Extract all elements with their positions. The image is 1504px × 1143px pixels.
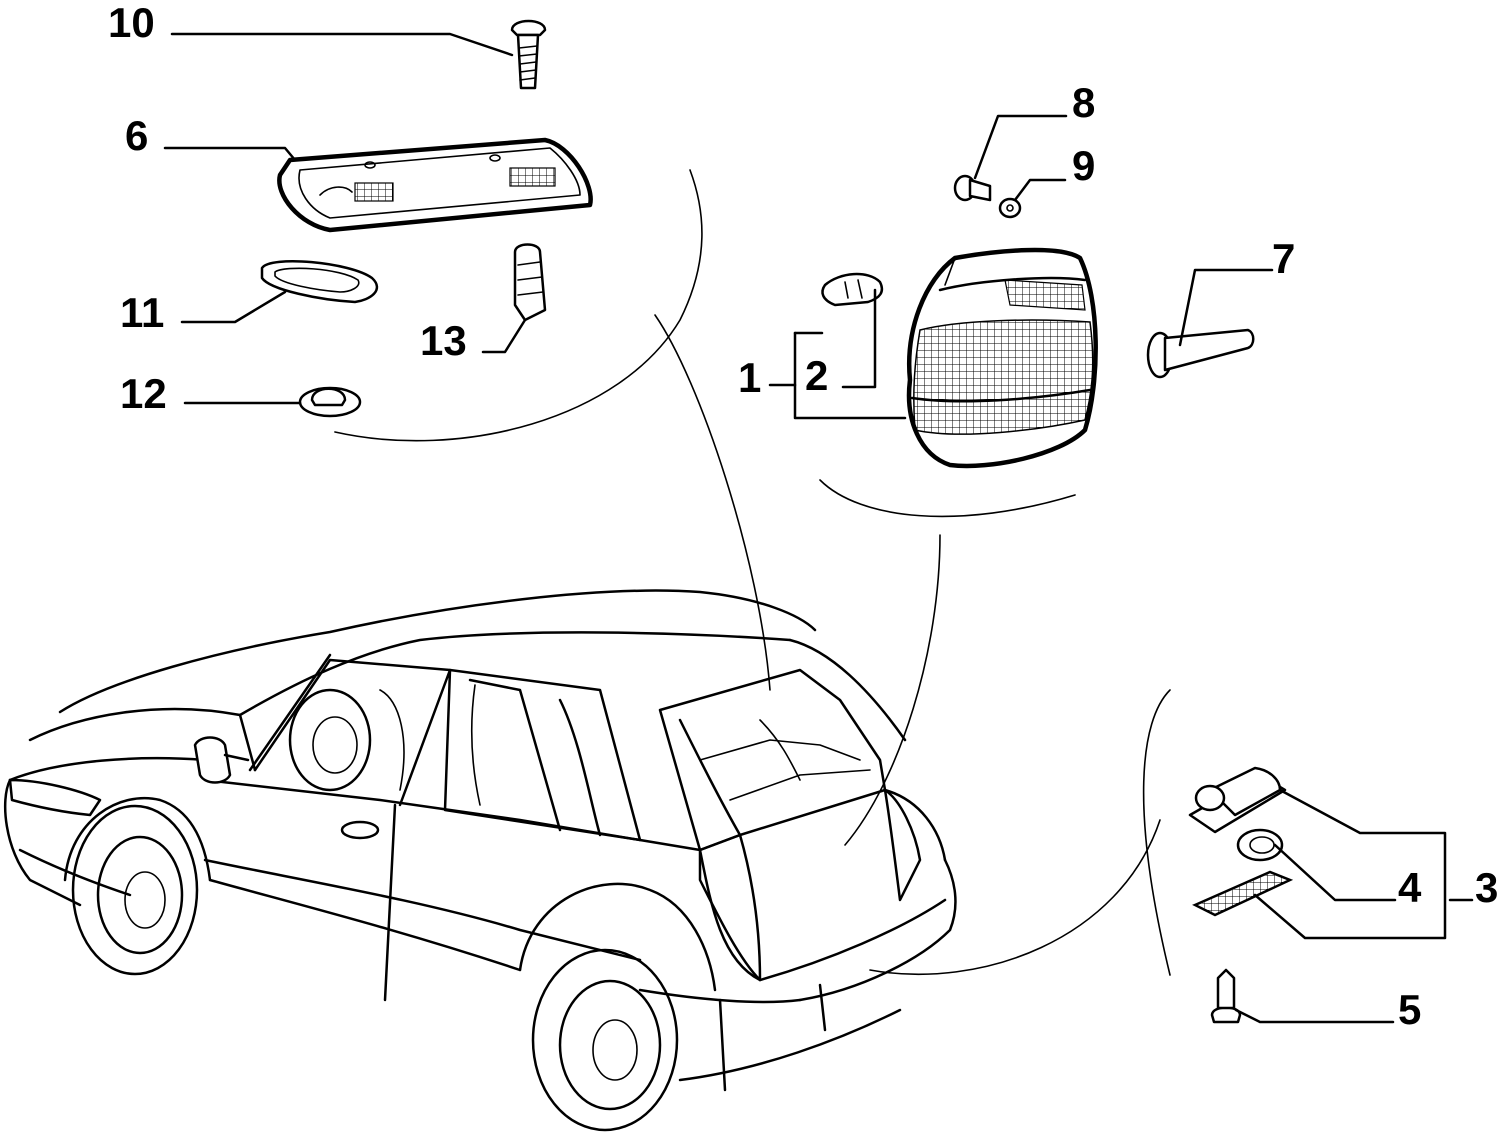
high-mount-stop-lamp-part (277, 137, 593, 233)
washer-part-9 (998, 197, 1022, 219)
callout-13: 13 (420, 317, 467, 364)
zoom-outline-curves (334, 169, 1171, 976)
callout-2: 2 (805, 352, 829, 399)
leader-lines (163, 32, 1474, 1024)
callout-3: 3 (1475, 864, 1499, 911)
callout-5: 5 (1398, 986, 1422, 1033)
tail-lamp-part (906, 247, 1098, 469)
callout-11: 11 (120, 289, 165, 336)
car-body (4, 589, 957, 1132)
screw-part-8 (953, 174, 992, 202)
gasket-part-11 (260, 260, 379, 304)
callout-9: 9 (1072, 142, 1096, 189)
screw-part-10 (510, 19, 547, 90)
callout-6: 6 (125, 112, 149, 159)
cover-part (1192, 870, 1294, 917)
grommet-part-12 (298, 386, 362, 418)
callout-8: 8 (1072, 79, 1096, 126)
callout-7: 7 (1272, 235, 1296, 282)
pin-part-7 (1146, 328, 1255, 379)
bulb-part-2 (821, 272, 884, 307)
callout-4: 4 (1398, 864, 1422, 911)
callout-12: 12 (120, 370, 167, 417)
plate-lamp-part (1188, 766, 1287, 834)
screw-part-5 (1210, 968, 1242, 1024)
callout-1: 1 (738, 354, 762, 401)
plug-part-13 (513, 243, 547, 322)
callout-10: 10 (108, 0, 155, 46)
